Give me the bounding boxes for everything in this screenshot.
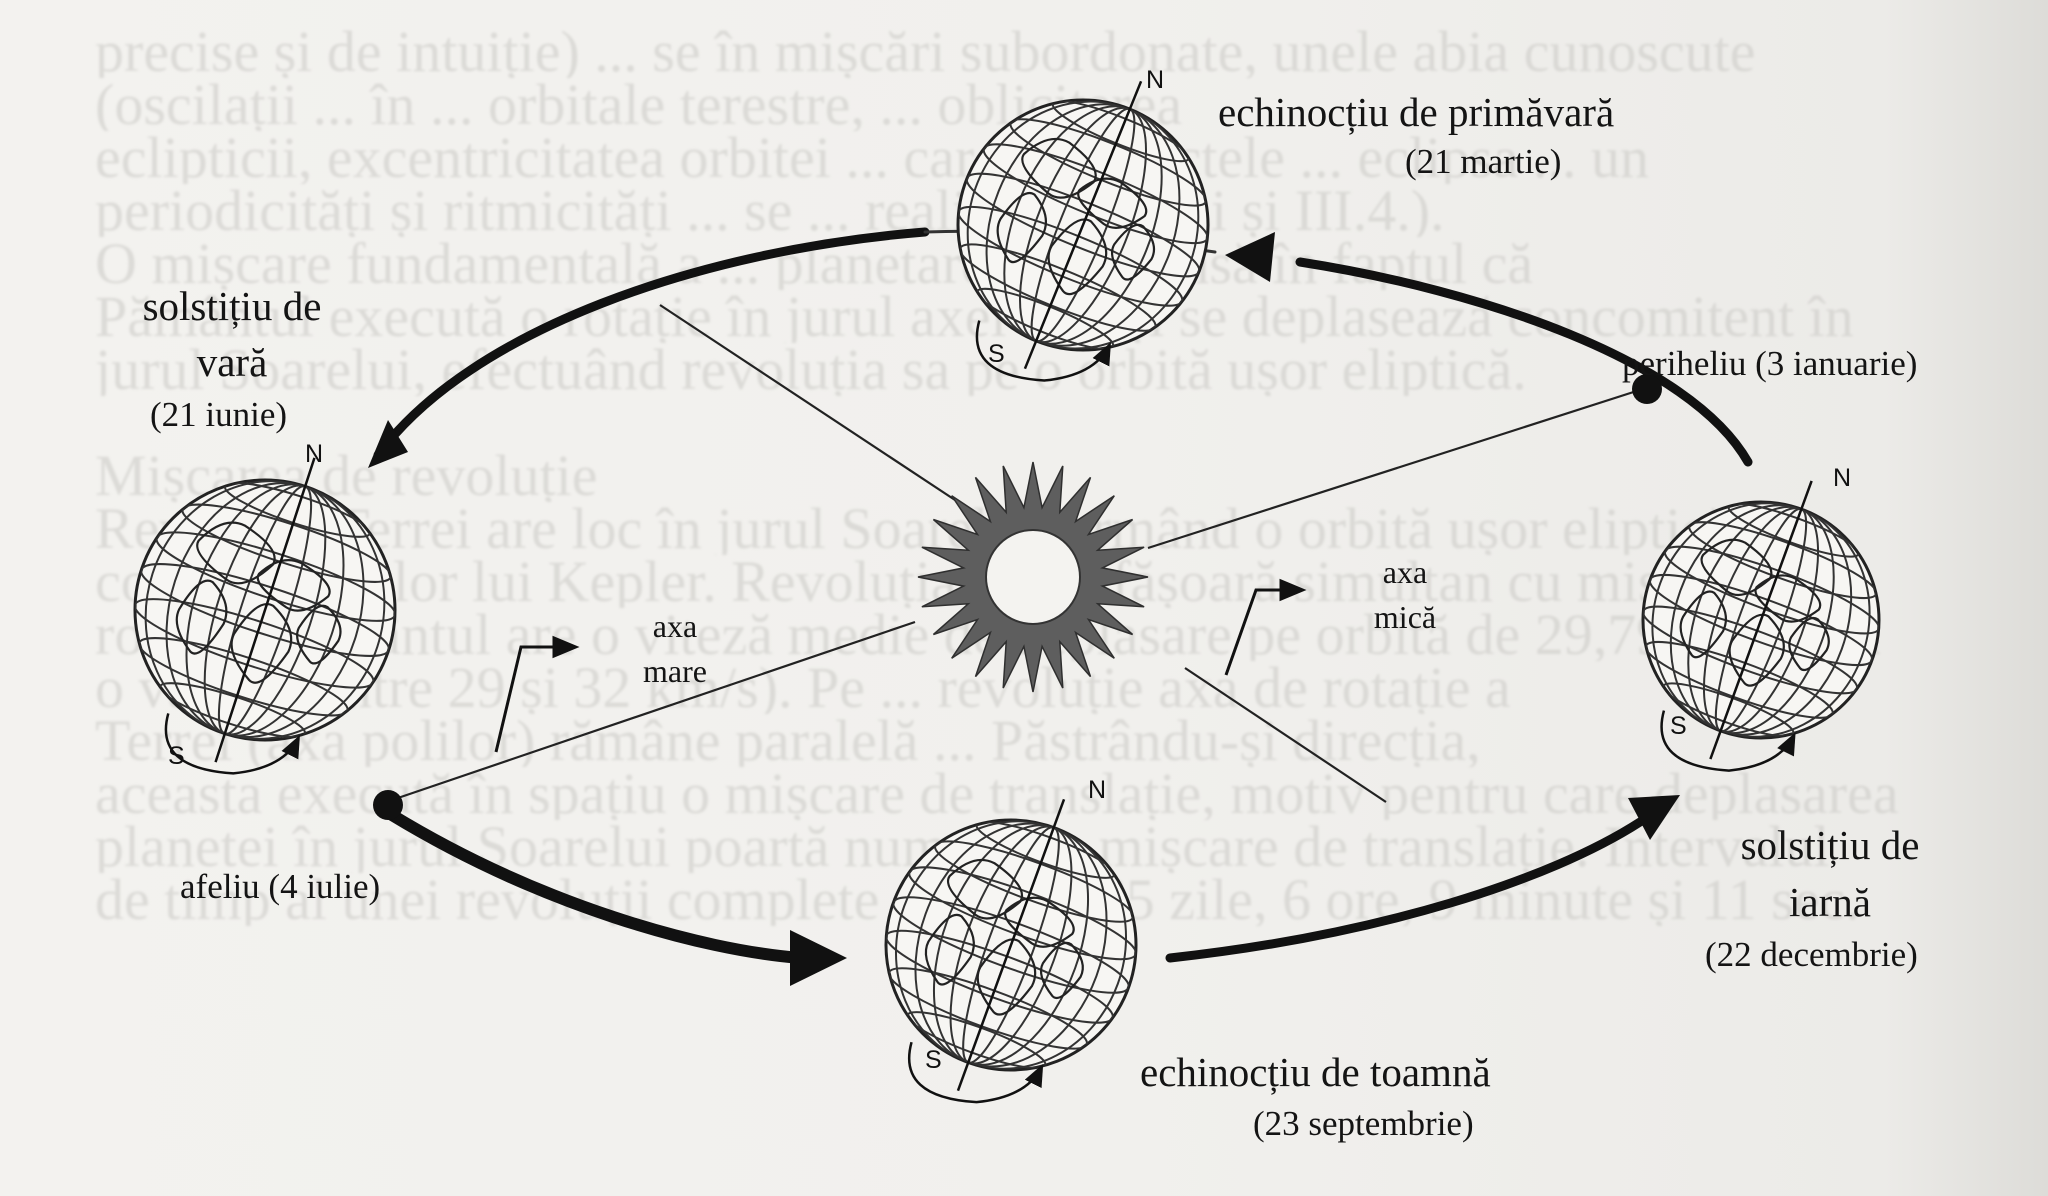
spring-equinox-label: echinocțiu de primăvară [1218,89,1615,135]
summer-solstice-date: (21 iunie) [150,395,288,434]
arrowhead-winter [1628,795,1680,840]
major-axis [391,386,1647,802]
north-pole-label-winter: N [1833,464,1852,492]
globe-spring-icon [956,80,1210,382]
north-pole-label-spring: N [1146,66,1165,94]
aphelion-label: afeliu (4 iulie) [180,867,381,906]
north-pole-label-autumn: N [1088,776,1107,804]
arrowhead-summer [368,420,408,468]
globe-autumn-icon [884,798,1138,1104]
perihelion-label: periheliu (3 ianuarie) [1622,344,1918,383]
major-axis-label-line1: axa [652,608,698,644]
globe-winter-icon [1641,480,1881,772]
minor-axis [659,304,1387,803]
south-pole-label-winter: S [1670,712,1687,740]
south-pole-label-autumn: S [925,1046,942,1074]
autumn-equinox-label: echinocțiu de toamnă [1140,1049,1491,1095]
aphelion-point [373,790,403,820]
minor-axis-label-line1: axa [1382,554,1428,590]
winter-solstice-label-line1: solstițiu de [1740,822,1920,868]
perihelion-point [1632,374,1662,404]
major-axis-pointer [494,635,580,753]
south-pole-label-spring: S [988,340,1005,368]
minor-axis-label-line2: mică [1373,599,1437,635]
autumn-equinox-date: (23 septembrie) [1253,1104,1474,1143]
orbit-arrowheads [368,232,1680,986]
globe-summer-icon [133,457,397,775]
major-axis-label-line2: mare [643,653,707,689]
north-pole-label-summer: N [305,440,324,468]
orbit-arc-summer-to-autumn [386,809,806,964]
sun-icon [917,461,1149,693]
minor-axis-pointer [1224,578,1307,676]
orbit-arc-spring-to-summer [373,227,930,460]
orbit-path [373,227,1753,964]
orbit-arc-winter-to-spring [1295,257,1753,467]
summer-solstice-label-line2: vară [196,339,268,385]
arrowhead-spring [1225,232,1275,282]
axis-pointers [494,578,1307,753]
south-pole-label-summer: S [168,742,185,770]
spring-equinox-date: (21 martie) [1405,142,1562,181]
winter-solstice-label-line2: iarnă [1789,879,1871,925]
arrowhead-autumn [790,930,847,986]
summer-solstice-label-line1: solstițiu de [142,283,322,329]
orbit-arc-autumn-to-winter [1165,817,1645,963]
winter-solstice-date: (22 decembrie) [1705,935,1918,974]
